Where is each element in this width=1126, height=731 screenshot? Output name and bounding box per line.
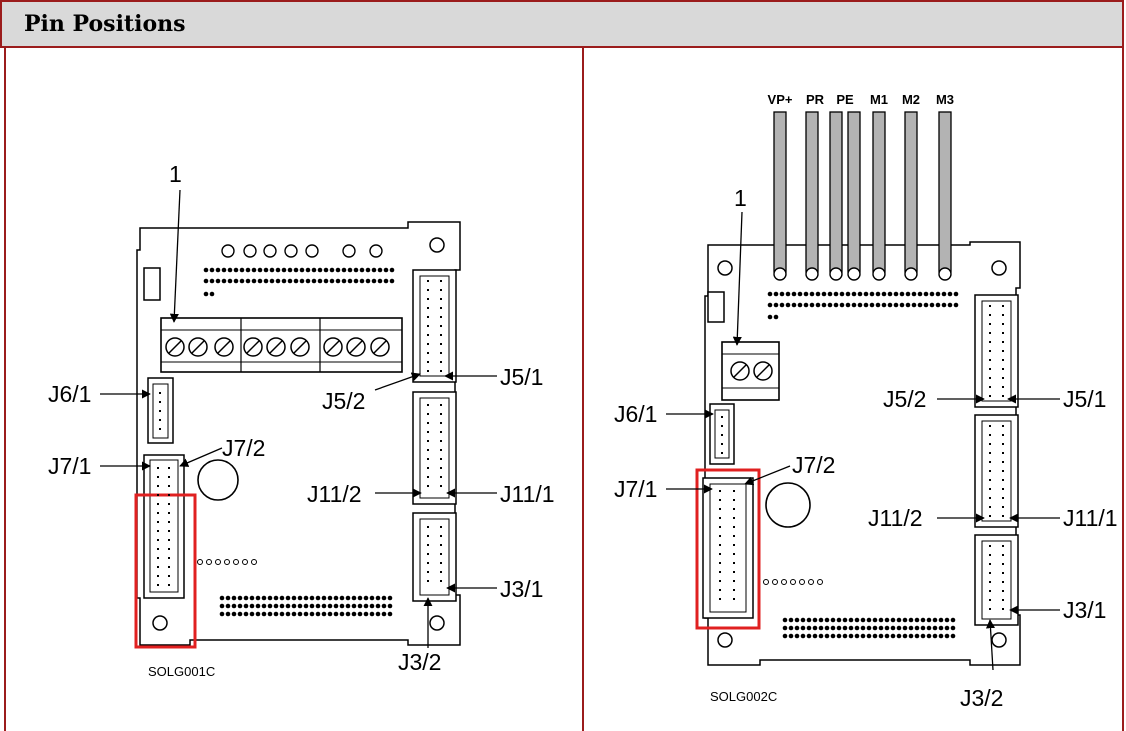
lead-label: PR <box>806 92 825 107</box>
panel-divider <box>582 48 584 731</box>
lead-label: M2 <box>902 92 920 107</box>
right-board-outline <box>704 241 1021 666</box>
mount-hole <box>429 237 445 253</box>
label-j7-2: J7/2 <box>792 452 835 478</box>
right-callouts <box>666 211 1060 671</box>
label-j11-2: J11/2 <box>868 505 923 531</box>
label-j5-2: J5/2 <box>883 386 926 412</box>
j7-highlight <box>695 468 761 630</box>
callout-1: 1 <box>734 185 747 211</box>
lead-wires <box>773 111 952 281</box>
mount-hole <box>429 615 445 631</box>
mount-hole <box>717 260 733 276</box>
label-j3-1: J3/1 <box>1063 597 1106 623</box>
j7-highlight <box>134 493 197 649</box>
lead-label: PE <box>836 92 854 107</box>
label-j7-1: J7/1 <box>614 476 657 502</box>
lead-label: M3 <box>936 92 954 107</box>
j11-connector <box>974 414 1019 528</box>
left-board-outline <box>136 221 461 646</box>
label-j3-1: J3/1 <box>500 576 543 602</box>
j5-connector <box>974 294 1019 408</box>
lead-label: VP+ <box>768 92 793 107</box>
label-j11-1: J11/1 <box>500 481 555 507</box>
label-j5-1: J5/1 <box>1063 386 1106 412</box>
caption: SOLG002C <box>710 689 777 704</box>
right-labels: 1 J6/1 J7/1 J7/2 J5/2 J5/1 J11/2 J11/1 J… <box>614 185 1118 711</box>
left-labels: 1 J6/1 J7/1 J7/2 J5/2 J5/1 J11/2 J11/1 J… <box>48 161 555 679</box>
j11-connector <box>412 391 457 505</box>
left-dot-rows <box>203 267 395 297</box>
label-j3-2: J3/2 <box>398 649 441 675</box>
left-border <box>4 48 6 731</box>
header-title: Pin Positions <box>24 11 186 37</box>
j3-connector <box>974 534 1019 626</box>
left-board <box>134 221 461 649</box>
label-j5-1: J5/1 <box>500 364 543 390</box>
right-board <box>695 111 1021 666</box>
j7-connector <box>702 477 754 619</box>
label-j3-2: J3/2 <box>960 685 1003 711</box>
label-j6-1: J6/1 <box>614 401 657 427</box>
mount-hole <box>991 632 1007 648</box>
lead-label: M1 <box>870 92 888 107</box>
terminal-screws <box>165 337 390 357</box>
j7-connector <box>143 454 185 599</box>
label-j11-2: J11/2 <box>307 481 362 507</box>
section-header: Pin Positions <box>0 0 1124 48</box>
mount-hole <box>717 632 733 648</box>
caption: SOLG001C <box>148 664 215 679</box>
label-j6-1: J6/1 <box>48 381 91 407</box>
callout-1: 1 <box>169 161 182 187</box>
mount-hole <box>991 260 1007 276</box>
lead-labels: VP+ PR PE M1 M2 M3 <box>768 92 955 107</box>
j5-connector <box>412 269 457 383</box>
right-border <box>1122 48 1124 731</box>
label-j5-2: J5/2 <box>322 388 365 414</box>
mount-hole <box>152 615 168 631</box>
left-callouts <box>100 189 497 648</box>
label-j7-2: J7/2 <box>222 435 265 461</box>
label-j11-1: J11/1 <box>1063 505 1118 531</box>
label-j7-1: J7/1 <box>48 453 91 479</box>
